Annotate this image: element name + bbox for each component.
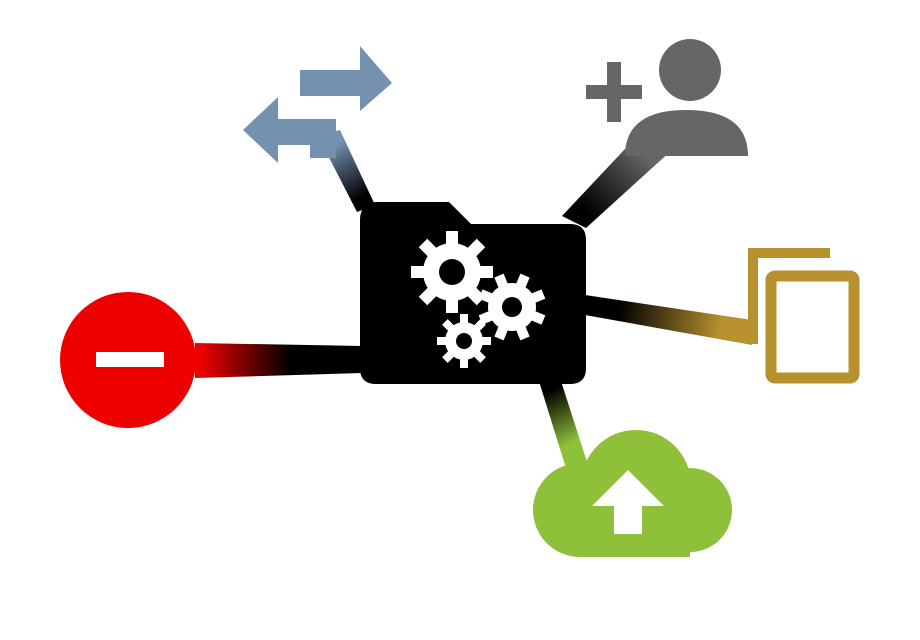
cloud-upload-icon [533, 430, 732, 557]
copy-icon [748, 248, 860, 384]
add-user-icon [586, 39, 748, 156]
remove-icon [60, 292, 196, 428]
connector-remove [195, 343, 362, 378]
connector-copy [585, 295, 752, 345]
gear-icon-large [411, 231, 493, 313]
connector-upload [538, 378, 588, 465]
folder-settings-icon [360, 202, 586, 384]
gear-icon-medium [478, 273, 546, 341]
connector-add-user [562, 133, 672, 228]
gear-icon-small [437, 314, 491, 368]
swap-arrows-icon [243, 46, 392, 163]
